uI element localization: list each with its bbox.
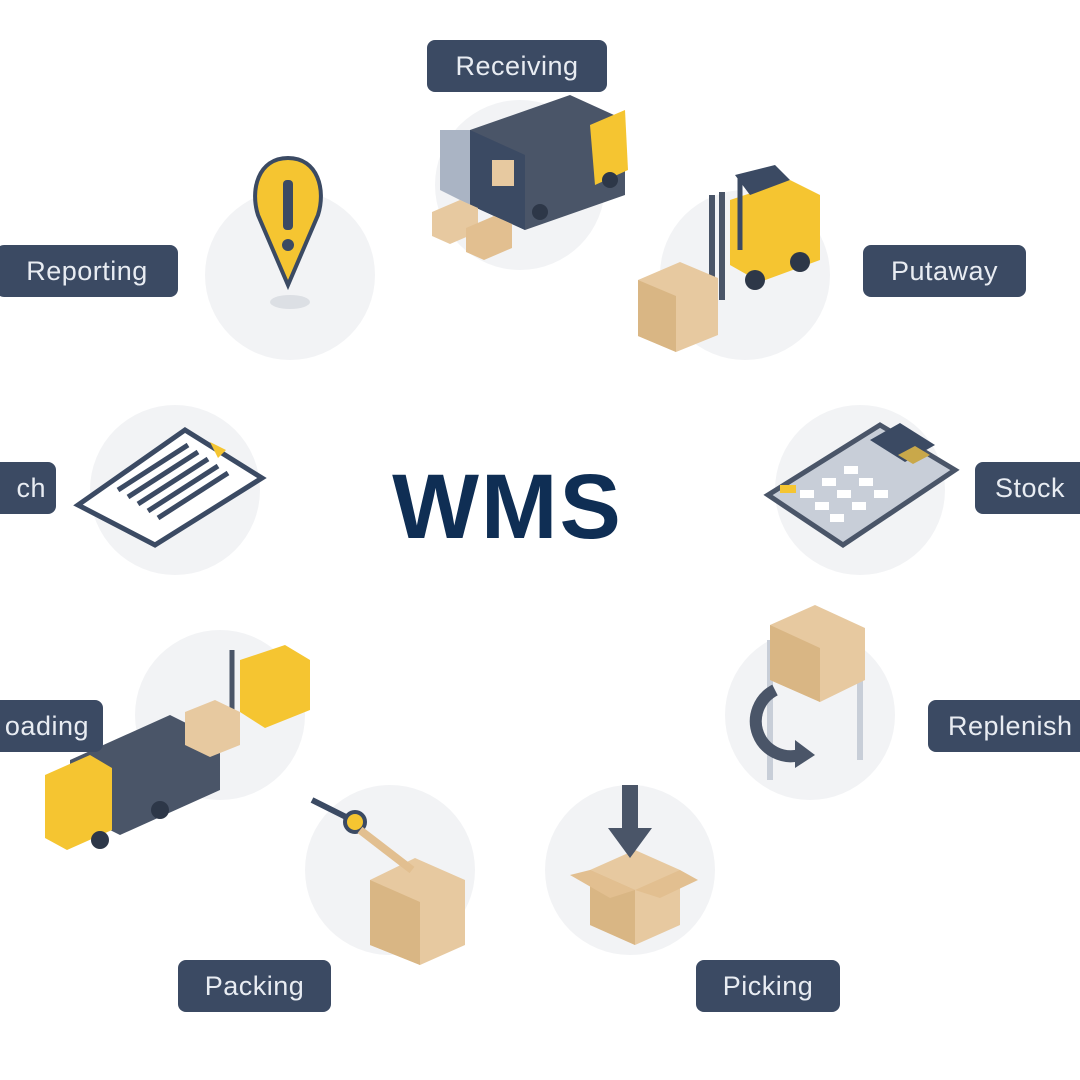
- label-picking: Picking: [696, 960, 840, 1012]
- label-reporting: Reporting: [0, 245, 178, 297]
- wms-title: WMS: [392, 456, 623, 558]
- label-packing: Packing: [178, 960, 331, 1012]
- forklift-icon: [638, 165, 820, 352]
- label-putaway: Putaway: [863, 245, 1026, 297]
- label-stock: Stock: [975, 462, 1080, 514]
- tape-box-icon: [310, 797, 465, 965]
- clipboard-document-icon: [73, 427, 267, 548]
- rack-replenish-icon: [749, 605, 865, 780]
- label-receiving: Receiving: [427, 40, 607, 92]
- alert-pin-icon: [253, 155, 323, 309]
- label-loading: oading: [0, 700, 103, 752]
- label-dispatch: ch: [0, 462, 56, 514]
- truck-forklift-icon: [45, 645, 310, 850]
- calculator-icon: [763, 422, 960, 549]
- truck-unloading-icon: [432, 95, 628, 260]
- box-arrow-down-icon: [570, 785, 698, 945]
- label-replenish: Replenish: [928, 700, 1080, 752]
